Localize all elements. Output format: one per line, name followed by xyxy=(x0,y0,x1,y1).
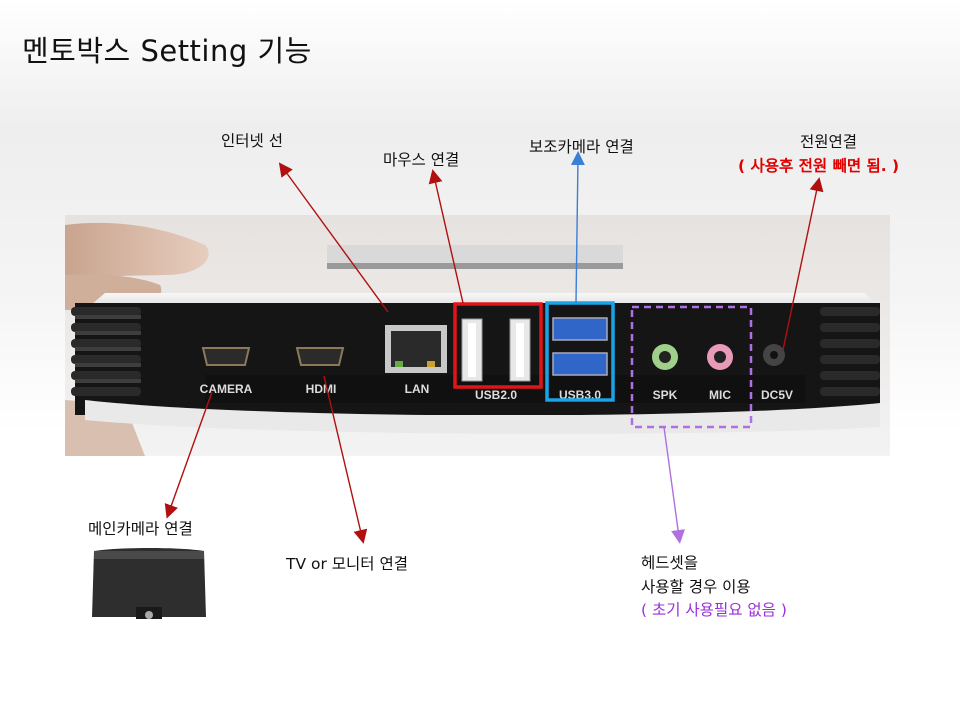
internet-cable-label: 인터넷 선 xyxy=(221,132,283,150)
headset-label-line1: 헤드셋을 xyxy=(641,554,699,572)
port-label-usb2: USB2.0 xyxy=(475,388,517,402)
port-label-hdmi: HDMI xyxy=(306,382,337,396)
slide-title: 멘토박스 Setting 기능 xyxy=(22,34,312,68)
port-label-lan: LAN xyxy=(405,382,430,396)
headset-label-line2: 사용할 경우 이용 xyxy=(641,578,751,596)
port-label-spk: SPK xyxy=(653,388,678,402)
port-label-usb3: USB3.0 xyxy=(559,388,601,402)
headset-note: ( 초기 사용필요 없음 ) xyxy=(641,601,787,619)
tv-monitor-label: TV or 모니터 연결 xyxy=(286,555,409,573)
mouse-label: 마우스 연결 xyxy=(383,151,460,169)
port-label-dc5v: DC5V xyxy=(761,388,793,402)
sub-camera-label: 보조카메라 연결 xyxy=(529,138,634,156)
device-photo: CAMERA HDMI LAN USB2.0 USB3.0 SPK MIC DC… xyxy=(65,215,890,456)
mentobox-device-image: CAMERA HDMI LAN USB2.0 USB3.0 SPK MIC DC… xyxy=(65,215,890,456)
power-note: ( 사용후 전원 빼면 됨. ) xyxy=(738,157,900,175)
main-camera-label: 메인카메라 연결 xyxy=(88,520,193,538)
port-label-camera: CAMERA xyxy=(200,382,253,396)
main-camera-image xyxy=(88,545,210,625)
power-label: 전원연결 xyxy=(800,133,858,151)
port-label-mic: MIC xyxy=(709,388,731,402)
